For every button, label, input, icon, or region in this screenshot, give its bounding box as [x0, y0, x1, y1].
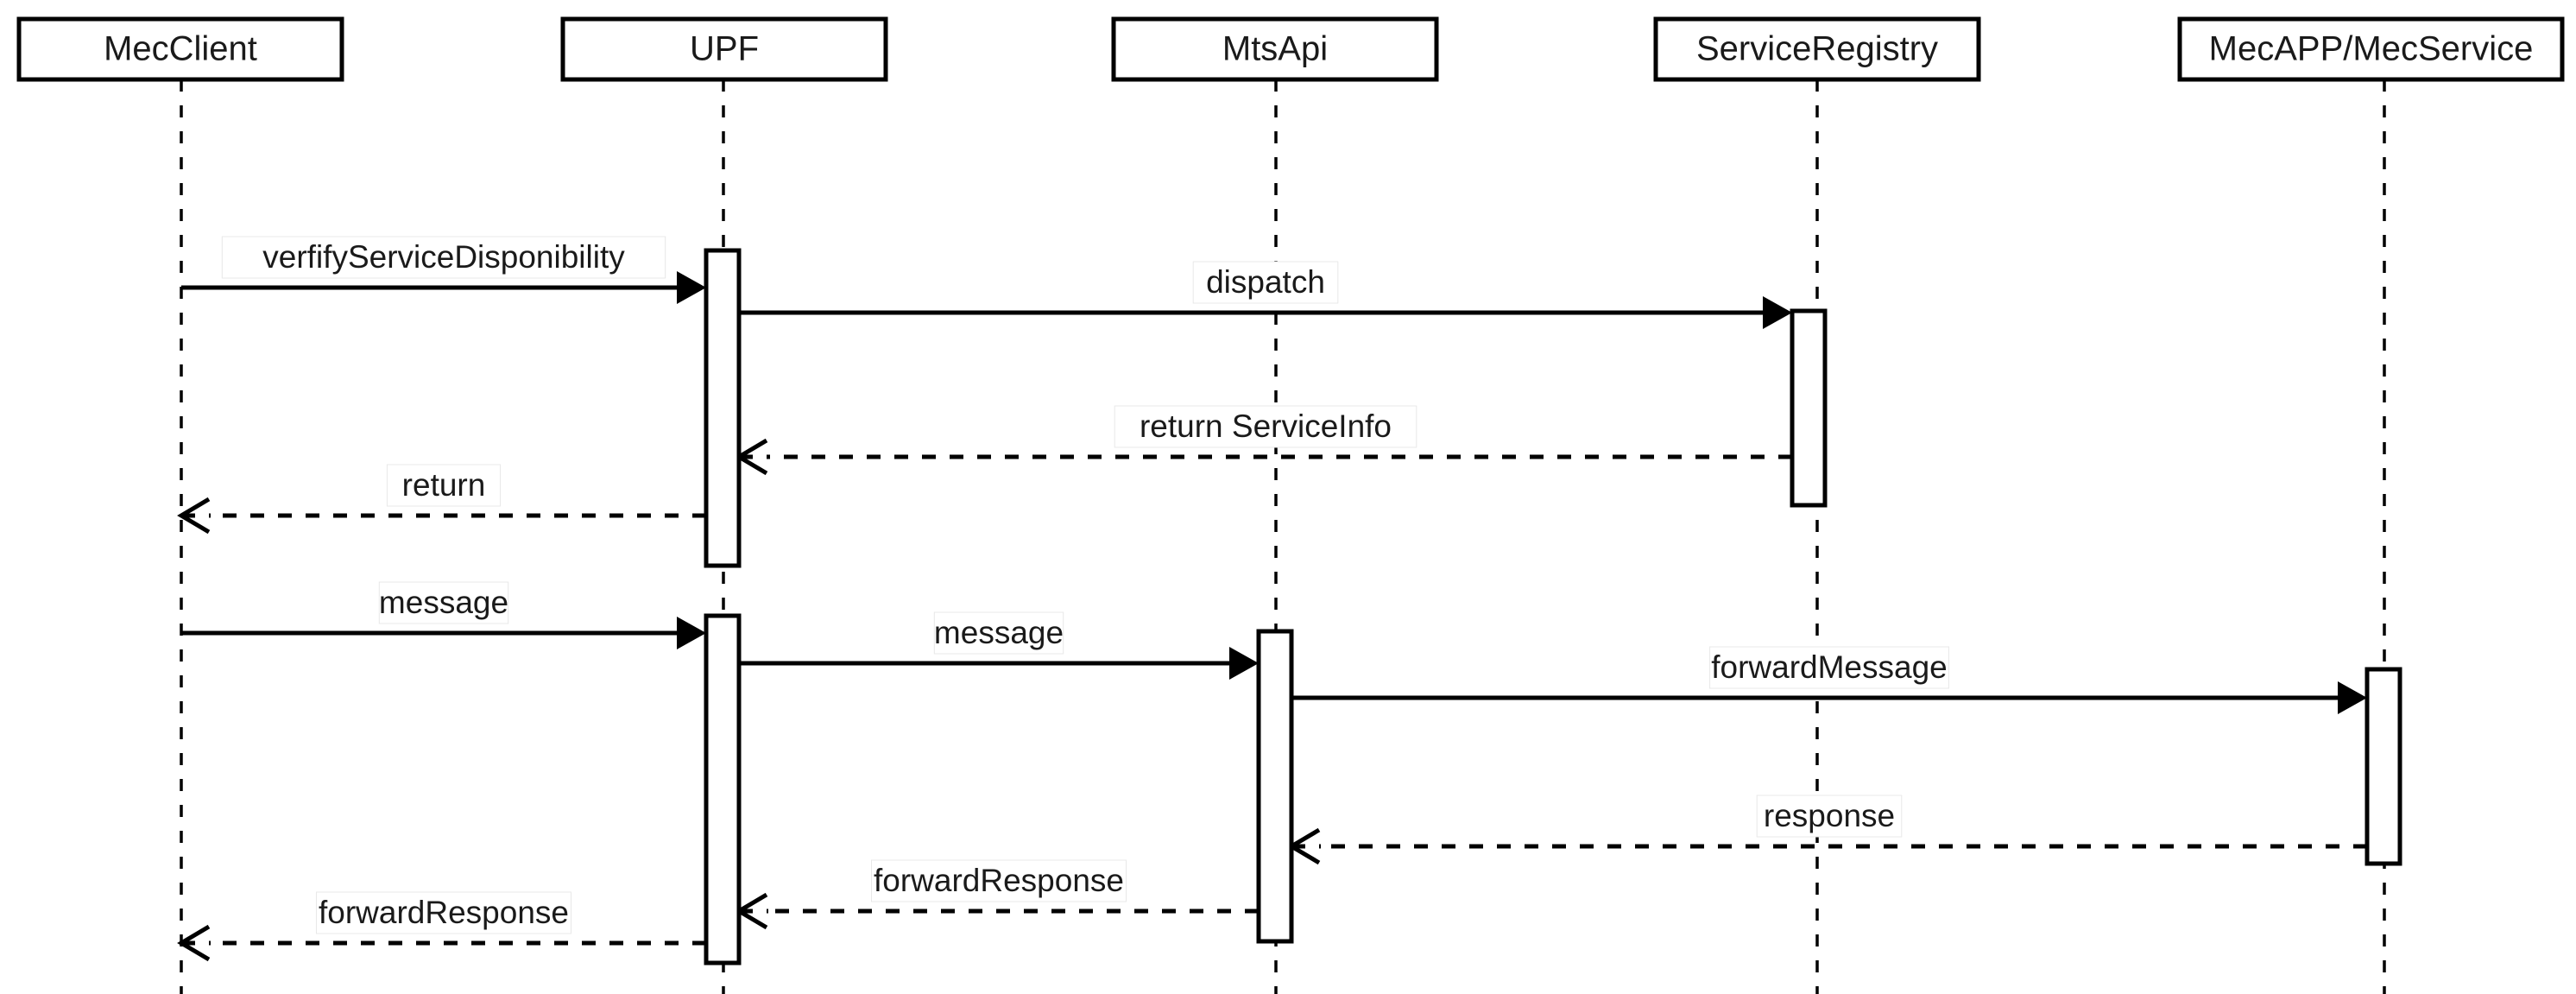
message-labels-layer: verfifyServiceDisponibility dispatch retur… — [221, 236, 1949, 934]
message-label-m7: forwardMessage — [1711, 649, 1948, 685]
message-label-m8: response — [1764, 798, 1895, 833]
message-label-group-m10: forwardResponse — [316, 891, 571, 934]
participant-label-upf: UPF — [690, 30, 759, 68]
participant-label-mtsapi: MtsApi — [1222, 30, 1328, 68]
message-label-m1: verfifyServiceDisponibility — [262, 239, 625, 275]
message-label-backing-m6 — [933, 611, 1064, 655]
participant-box-upf[interactable] — [560, 16, 888, 82]
message-label-m10: forwardResponse — [319, 895, 569, 930]
message-label-m5: message — [379, 585, 508, 620]
participant-label-mecapp: MecAPP/MecService — [2209, 30, 2534, 68]
message-arrowhead-solid-m2 — [1763, 296, 1792, 329]
message-arrowhead-solid-m1 — [677, 271, 706, 304]
participant-svcregistry[interactable]: ServiceRegistry — [1653, 16, 1981, 82]
message-arrowhead-solid-m7 — [2338, 681, 2367, 714]
participant-mecapp[interactable]: MecAPP/MecService — [2177, 16, 2565, 82]
message-label-m3: return ServiceInfo — [1140, 408, 1392, 444]
participant-box-mecclient[interactable] — [16, 16, 344, 82]
message-label-backing-m10 — [316, 891, 571, 934]
activation-bar-mecapp — [2364, 667, 2402, 866]
message-label-group-m7: forwardMessage — [1709, 646, 1949, 689]
message-label-m4: return — [402, 467, 486, 503]
message-arrowhead-solid-m6 — [1229, 647, 1259, 680]
message-arrowhead-open-m4 — [177, 497, 211, 535]
participant-mecclient[interactable]: MecClient — [16, 16, 344, 82]
message-label-backing-m4 — [386, 464, 502, 507]
activation-bar-mtsapi — [1256, 629, 1294, 944]
activation-bar-upf — [704, 613, 742, 966]
activation-bar-upf — [704, 248, 742, 568]
message-m5 — [181, 617, 706, 649]
message-arrowhead-open-m10 — [177, 924, 211, 962]
message-label-m9: forwardResponse — [874, 863, 1124, 898]
message-m4 — [177, 497, 706, 535]
participant-box-mecapp[interactable] — [2177, 16, 2565, 82]
participants-layer: MecClient UPF MtsApi ServiceRegistry MecAPP/… — [16, 16, 2565, 82]
participant-mtsapi[interactable]: MtsApi — [1111, 16, 1439, 82]
message-label-backing-m9 — [871, 859, 1127, 902]
message-m2 — [739, 296, 1792, 329]
participant-box-mtsapi[interactable] — [1111, 16, 1439, 82]
message-label-group-m1: verfifyServiceDisponibility — [221, 236, 666, 279]
message-label-m2: dispatch — [1206, 264, 1325, 300]
message-label-backing-m3 — [1114, 405, 1417, 448]
message-label-group-m6: message — [933, 611, 1064, 655]
messages-layer — [177, 271, 2367, 962]
message-label-group-m5: message — [378, 581, 509, 624]
message-label-group-m9: forwardResponse — [871, 859, 1127, 902]
message-label-group-m2: dispatch — [1192, 261, 1339, 304]
message-label-backing-m1 — [221, 236, 666, 279]
message-arrowhead-solid-m5 — [677, 617, 706, 649]
message-label-backing-m7 — [1709, 646, 1949, 689]
participant-box-svcregistry[interactable] — [1653, 16, 1981, 82]
message-label-backing-m5 — [378, 581, 509, 624]
participant-label-mecclient: MecClient — [104, 30, 257, 68]
message-m1 — [181, 271, 706, 304]
message-label-group-m4: return — [386, 464, 502, 507]
message-label-group-m8: response — [1756, 795, 1903, 838]
message-m7 — [1291, 681, 2367, 714]
message-label-m6: message — [934, 615, 1064, 650]
activation-bar-svcregistry — [1790, 308, 1828, 508]
message-label-backing-m2 — [1192, 261, 1339, 304]
participant-upf[interactable]: UPF — [560, 16, 888, 82]
message-m6 — [739, 647, 1259, 680]
participant-label-svcregistry: ServiceRegistry — [1696, 30, 1938, 68]
message-label-group-m3: return ServiceInfo — [1114, 405, 1417, 448]
message-label-backing-m8 — [1756, 795, 1903, 838]
message-m10 — [177, 924, 706, 962]
activations-layer — [704, 248, 2402, 966]
